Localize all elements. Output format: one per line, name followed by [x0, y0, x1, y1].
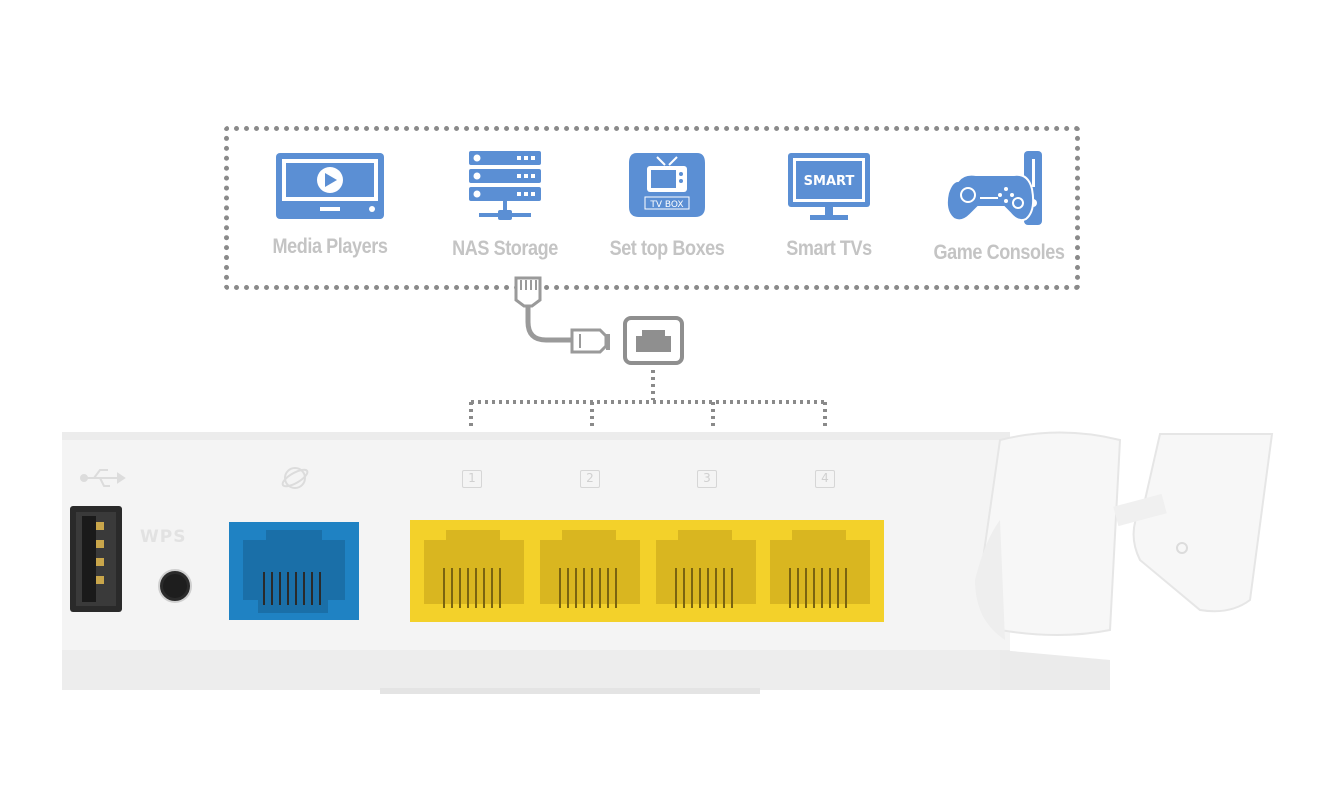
- lan-port-label-3: 3: [697, 470, 717, 488]
- smart-tv-icon: SMART: [788, 153, 870, 220]
- device-smart-tvs: SMART Smart TVs: [744, 151, 914, 261]
- lan-port-label-2: 2: [580, 470, 600, 488]
- lan-port-block: [410, 520, 884, 622]
- device-group-box: Media Players NAS Storage: [224, 126, 1080, 290]
- tv-box-badge: TV BOX: [649, 200, 683, 210]
- device-label: NAS Storage: [452, 237, 558, 260]
- device-media-players: Media Players: [245, 151, 415, 259]
- ethernet-plug-side-icon: [570, 328, 610, 354]
- antenna-right: [1113, 433, 1274, 613]
- device-nas-storage: NAS Storage: [420, 151, 590, 261]
- device-label: Media Players: [272, 235, 388, 258]
- device-label: Set top Boxes: [609, 237, 725, 260]
- device-label: Smart TVs: [786, 237, 872, 260]
- lan-port-1: [424, 530, 524, 608]
- nas-storage-icon: [469, 151, 541, 220]
- wps-label: WPS: [140, 527, 187, 547]
- wan-globe-icon: [281, 467, 309, 489]
- antenna-left: [975, 431, 1122, 640]
- media-player-icon: [276, 153, 384, 219]
- usb-port: [70, 506, 122, 612]
- device-set-top-boxes: TV BOX Set top Boxes: [582, 151, 752, 261]
- lan-port-label-1: 1: [462, 470, 482, 488]
- ethernet-plug-icon: [514, 276, 542, 308]
- lan-port-label-4: 4: [815, 470, 835, 488]
- lan-port-2: [540, 530, 640, 608]
- set-top-box-icon: TV BOX: [629, 153, 705, 217]
- lan-port-icon: [623, 316, 684, 365]
- wps-button: [158, 569, 192, 603]
- device-label: Game Consoles: [933, 241, 1065, 264]
- usb-icon: [80, 469, 126, 487]
- lan-port-4: [770, 530, 870, 608]
- device-game-consoles: Game Consoles: [914, 151, 1084, 265]
- lan-port-3: [656, 530, 756, 608]
- smart-badge: SMART: [804, 174, 855, 189]
- game-console-icon: [945, 151, 1042, 225]
- wan-port: [229, 522, 359, 620]
